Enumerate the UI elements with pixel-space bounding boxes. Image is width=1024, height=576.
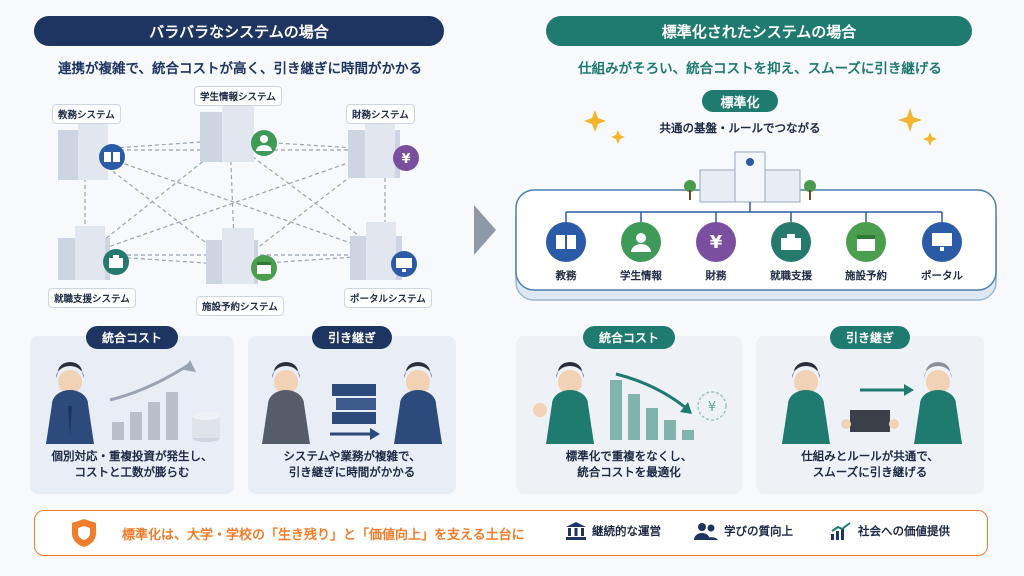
left-card-handover-text: システムや業務が複雑で、引き継ぎに時間がかかる bbox=[248, 448, 456, 480]
footer-item-operation: 継続的な運営 bbox=[566, 522, 661, 540]
footer-item-label: 継続的な運営 bbox=[592, 524, 661, 538]
svg-text:¥: ¥ bbox=[708, 400, 716, 415]
people-icon bbox=[694, 523, 718, 540]
service-label: 施設予約 bbox=[845, 270, 887, 282]
monitor-icon bbox=[922, 222, 962, 262]
label-gakusei: 学生情報システム bbox=[194, 86, 282, 106]
right-card-handover: 引き継ぎ 仕組みとルールが共通で、スムーズに引き継げる bbox=[756, 326, 984, 494]
text-line: 個別対応・重複投資が発生し、 bbox=[51, 449, 213, 463]
label-zaimu: 財務システム bbox=[346, 104, 415, 124]
service-shushoku: 就職支援 bbox=[756, 222, 826, 283]
transition-arrow-icon bbox=[474, 205, 496, 255]
building-gakusei bbox=[200, 100, 254, 162]
calendar-icon bbox=[846, 222, 886, 262]
standard-badge: 標準化 bbox=[702, 90, 778, 112]
building-portal bbox=[350, 222, 402, 280]
label-shushoku: 就職支援システム bbox=[48, 288, 136, 308]
right-title-text: 標準化されたシステムの場合 bbox=[661, 22, 857, 41]
text-line: 引き継ぎに時間がかかる bbox=[288, 465, 416, 479]
building-shushoku bbox=[58, 226, 110, 280]
footer-item-learning: 学びの質向上 bbox=[694, 522, 793, 540]
left-title: バラバラなシステムの場合 bbox=[34, 16, 444, 46]
service-label: 財務 bbox=[705, 270, 727, 282]
service-label: 教務 bbox=[555, 270, 577, 282]
left-subtitle: 連携が複雑で、統合コストが高く、引き継ぎに時間がかかる bbox=[58, 61, 422, 77]
text-line: 統合コストを最適化 bbox=[577, 465, 681, 479]
book-icon bbox=[99, 144, 125, 170]
campus-building-icon bbox=[684, 151, 816, 203]
svg-text:¥: ¥ bbox=[401, 152, 410, 167]
building-kyomu bbox=[58, 118, 108, 180]
right-card-handover-title: 引き継ぎ bbox=[829, 326, 911, 349]
text-line: スムーズに引き継げる bbox=[812, 465, 928, 479]
right-title: 標準化されたシステムの場合 bbox=[546, 16, 972, 46]
service-shisetsu: 施設予約 bbox=[831, 222, 901, 283]
footer-item-label: 社会への価値提供 bbox=[858, 524, 950, 538]
left-network: ¥ bbox=[58, 100, 419, 284]
service-zaimu: ¥ 財務 bbox=[681, 222, 751, 283]
service-gakusei: 学生情報 bbox=[606, 222, 676, 283]
right-card-handover-text: 仕組みとルールが共通で、スムーズに引き継げる bbox=[756, 448, 984, 480]
calendar-icon bbox=[251, 255, 277, 281]
building-icon bbox=[566, 522, 586, 540]
sparkle-icon bbox=[584, 108, 937, 146]
service-label: 就職支援 bbox=[770, 270, 812, 282]
right-card-cost: 統合コスト ¥ 標準化で重複をなくし、統合コストを最適化 bbox=[516, 326, 742, 494]
briefcase-icon bbox=[103, 249, 129, 275]
footer-item-society: 社会への価値提供 bbox=[830, 522, 950, 540]
left-title-text: バラバラなシステムの場合 bbox=[149, 22, 329, 41]
right-platform bbox=[515, 108, 997, 301]
yen-icon: ¥ bbox=[393, 145, 419, 171]
right-card-cost-title: 統合コスト bbox=[582, 326, 676, 349]
label-portal: ポータルシステム bbox=[344, 288, 432, 308]
building-shisetsu bbox=[206, 228, 258, 284]
left-card-cost-text: 個別対応・重複投資が発生し、コストと工数が膨らむ bbox=[30, 448, 234, 480]
cost-down-illustration: ¥ bbox=[533, 362, 727, 444]
chart-up-icon bbox=[831, 522, 851, 540]
left-card-cost: 統合コスト 個別対応・重複投資が発生し、コストと工数が膨らむ bbox=[30, 326, 234, 494]
right-card-cost-text: 標準化で重複をなくし、統合コストを最適化 bbox=[516, 448, 742, 480]
footer-banner bbox=[34, 510, 988, 556]
footer-item-label: 学びの質向上 bbox=[724, 524, 793, 538]
standard-badge-sub: 共通の基盤・ルールでつながる bbox=[659, 121, 821, 135]
text-line: 標準化で重複をなくし、 bbox=[565, 449, 693, 463]
left-card-handover-title: 引き継ぎ bbox=[311, 326, 393, 349]
left-card-cost-title: 統合コスト bbox=[85, 326, 179, 349]
person-icon bbox=[621, 222, 661, 262]
standard-badge-text: 標準化 bbox=[720, 95, 760, 111]
text-line: 仕組みとルールが共通で、 bbox=[801, 449, 939, 463]
briefcase-icon bbox=[771, 222, 811, 262]
label-kyomu: 教務システム bbox=[52, 104, 121, 124]
service-portal: ポータル bbox=[907, 222, 977, 283]
left-card-handover: 引き継ぎ システムや業務が複雑で、引き継ぎに時間がかかる bbox=[248, 326, 456, 494]
handover-complex-illustration bbox=[262, 362, 442, 444]
cost-rise-illustration bbox=[46, 360, 220, 444]
footer-message: 標準化は、大学・学校の「生き残り」と「価値向上」を支える土台に bbox=[122, 528, 525, 543]
book-icon bbox=[546, 222, 586, 262]
building-zaimu bbox=[348, 120, 400, 178]
person-icon bbox=[251, 130, 277, 156]
service-label: 学生情報 bbox=[620, 270, 662, 282]
text-line: コストと工数が膨らむ bbox=[74, 465, 190, 479]
text-line: システムや業務が複雑で、 bbox=[283, 449, 421, 463]
label-shisetsu: 施設予約システム bbox=[196, 296, 284, 316]
service-kyomu: 教務 bbox=[531, 222, 601, 283]
shield-icon bbox=[72, 519, 96, 547]
right-subtitle: 仕組みがそろい、統合コストを抑え、スムーズに引き継げる bbox=[578, 61, 942, 77]
handover-smooth-illustration bbox=[782, 362, 962, 444]
yen-icon: ¥ bbox=[696, 222, 736, 262]
monitor-icon bbox=[391, 251, 417, 277]
service-label: ポータル bbox=[921, 270, 963, 282]
